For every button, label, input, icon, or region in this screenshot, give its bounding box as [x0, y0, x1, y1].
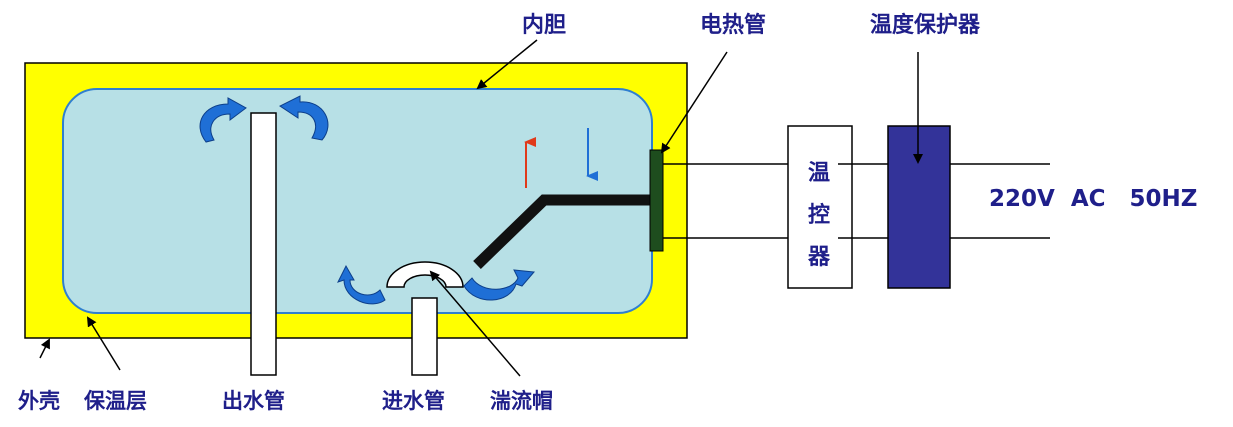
leader-insulation [86, 316, 121, 371]
label-inner-tank: 内胆 [522, 13, 566, 38]
label-power-supply: 220V AC 50HZ [989, 186, 1197, 212]
flow-curl-icon [199, 95, 536, 305]
label-outlet-pipe: 出水管 [222, 389, 285, 413]
outlet-pipe [250, 112, 277, 376]
thermostat-box [787, 125, 853, 289]
leader-turbulence-cap [429, 270, 521, 377]
label-insulation: 保温层 [83, 389, 147, 413]
label-thermostat-char-2: 控 [808, 202, 830, 228]
inlet-pipe [411, 297, 438, 376]
label-inlet-pipe: 进水管 [382, 389, 445, 413]
leader-heating-tube [660, 51, 728, 154]
label-temp-protector: 温度保护器 [870, 12, 981, 38]
leader-outer-shell [39, 338, 50, 359]
turbulence-cap [386, 261, 464, 288]
label-thermostat-char-3: 器 [807, 245, 831, 270]
temp-protector-box [887, 125, 951, 289]
leader-inner-tank [476, 39, 538, 90]
label-heating-tube: 电热管 [700, 12, 766, 38]
label-turbulence-cap: 湍流帽 [490, 389, 553, 413]
heating-tube-flange [649, 149, 664, 252]
heating-element [473, 194, 652, 269]
label-outer-shell: 外壳 [18, 389, 60, 413]
label-thermostat-char-1: 温 [808, 161, 830, 186]
